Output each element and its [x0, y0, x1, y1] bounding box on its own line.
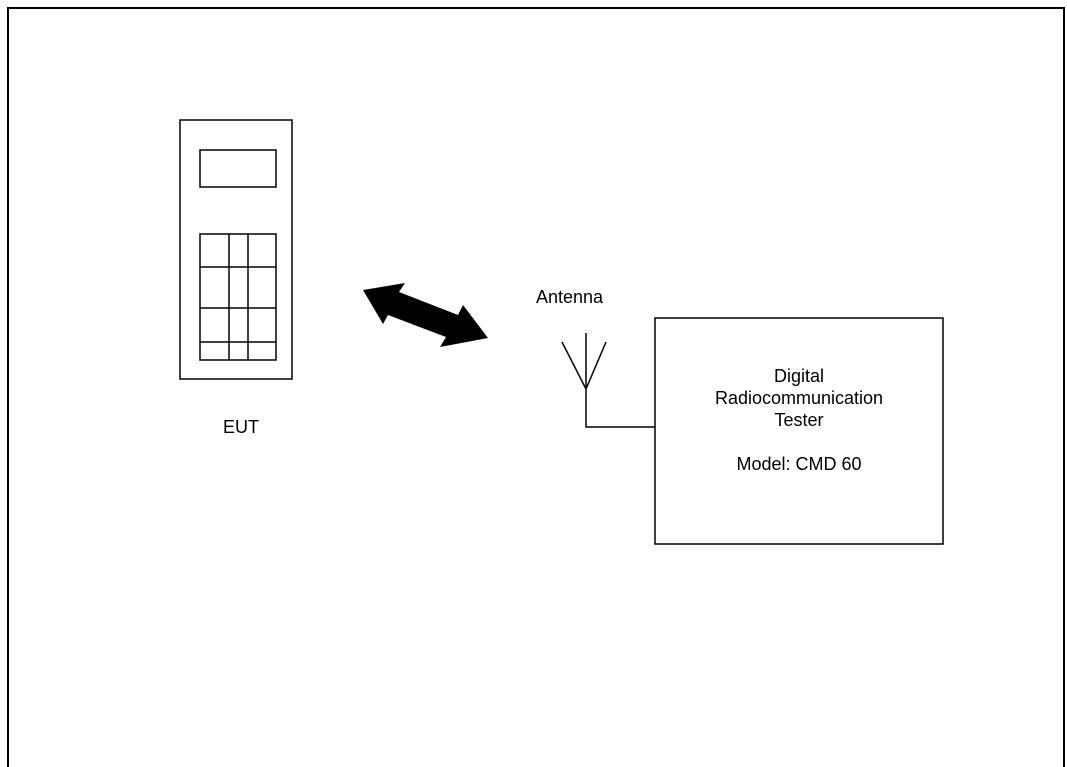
- diagram-frame: [7, 7, 1065, 767]
- eut-device: [179, 119, 293, 380]
- tester-label-line1: Digital: [773, 366, 825, 386]
- wireless-link-arrow: [363, 283, 488, 347]
- eut-label: EUT: [223, 417, 259, 437]
- setup-diagram: [179, 119, 944, 545]
- eut-body: [179, 119, 293, 380]
- eut-keypad: [199, 233, 277, 361]
- eut-display: [199, 149, 277, 188]
- tester-box: [654, 317, 944, 545]
- tester-label-line3: Tester: [774, 410, 824, 430]
- tester-label: Digital Radiocommunication Tester Model:…: [655, 365, 943, 475]
- antenna-icon: [561, 333, 655, 428]
- antenna-label: Antenna: [536, 287, 604, 307]
- tester-label-line2: Radiocommunication: [714, 388, 884, 408]
- tester-model: Model: CMD 60: [736, 454, 862, 474]
